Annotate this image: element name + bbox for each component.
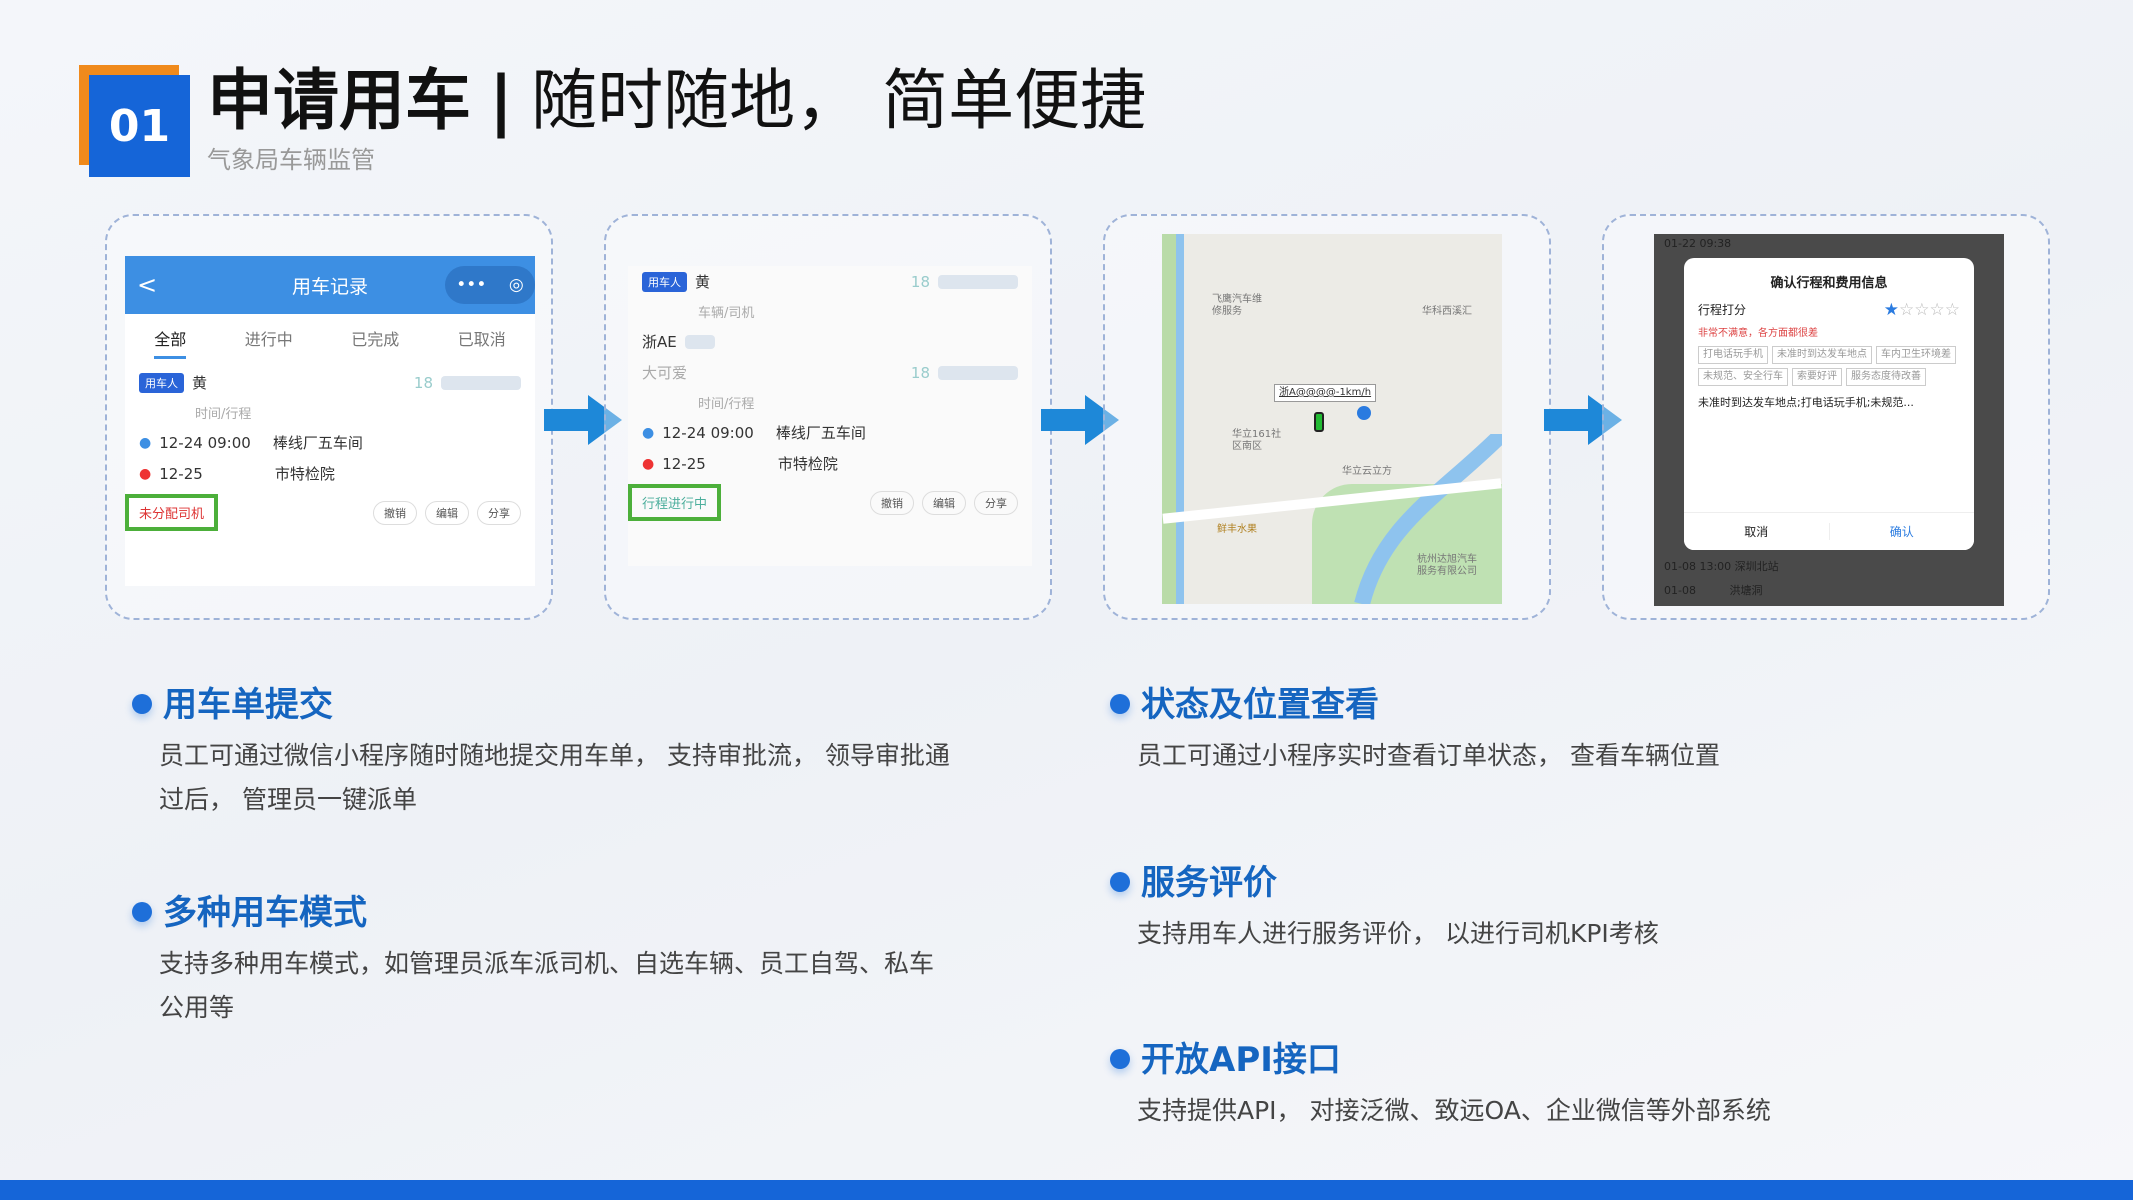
edit-button[interactable]: 编辑 bbox=[922, 490, 966, 515]
bullet-icon bbox=[1110, 694, 1130, 714]
phone-screen: 01-22 09:38 01-08 13:00 深圳北站 01-08 洪塘洞 确… bbox=[1654, 234, 2004, 606]
bullet-icon bbox=[132, 902, 152, 922]
feature-usage-modes: 多种用车模式支持多种用车模式，如管理员派车派司机、自选车辆、员工自驾、私车公用等 bbox=[132, 892, 1032, 1042]
bullet-icon bbox=[132, 694, 152, 714]
reason-chip[interactable]: 车内卫生环境差 bbox=[1876, 346, 1956, 364]
capsule-menu[interactable]: •••◎ bbox=[445, 266, 535, 304]
share-button[interactable]: 分享 bbox=[477, 500, 521, 525]
end-pin-icon: ● bbox=[139, 465, 152, 482]
rating-dialog: 确认行程和费用信息 行程打分★☆☆☆☆ 非常不满意，各方面都很差 打电话玩手机未… bbox=[1684, 258, 1974, 550]
vehicle-map[interactable]: 飞鹰汽车维修服务 华科西溪汇 华立161社区南区 华立云立方 鲜丰水果 杭州达旭… bbox=[1162, 234, 1502, 604]
reason-chip[interactable]: 索要好评 bbox=[1792, 368, 1842, 386]
page-title: 申请用车|随时随地， 简单便捷 bbox=[207, 62, 1147, 139]
feature-open-api: 开放API接口支持提供API， 对接泛微、致远OA、企业微信等外部系统 bbox=[1110, 1039, 2010, 1149]
reason-chip[interactable]: 服务态度待改善 bbox=[1846, 368, 1926, 386]
tab-in-progress[interactable]: 进行中 bbox=[244, 330, 293, 349]
confirm-button[interactable]: 确认 bbox=[1828, 523, 1975, 540]
screenshot-panel-map: 飞鹰汽车维修服务 华科西溪汇 华立161社区南区 华立云立方 鲜丰水果 杭州达旭… bbox=[1103, 214, 1551, 620]
arrow-right-icon bbox=[544, 395, 622, 445]
star-rating[interactable]: ★☆☆☆☆ bbox=[1883, 300, 1960, 320]
footer-bar bbox=[0, 1180, 2133, 1200]
bullet-icon bbox=[1110, 1049, 1130, 1069]
tab-completed[interactable]: 已完成 bbox=[351, 330, 400, 349]
tab-all[interactable]: 全部 bbox=[154, 326, 187, 359]
back-icon[interactable]: < bbox=[137, 271, 158, 299]
revoke-button[interactable]: 撤销 bbox=[373, 500, 417, 525]
vehicle-label: 浙A@@@@-1km/h bbox=[1274, 384, 1377, 402]
feature-service-rating: 服务评价支持用车人进行服务评价， 以进行司机KPI考核 bbox=[1110, 862, 2010, 1012]
feature-order-submit: 用车单提交员工可通过微信小程序随时随地提交用车单， 支持审批流， 领导审批通过后… bbox=[132, 684, 1032, 834]
nav-title: 用车记录 bbox=[291, 275, 368, 298]
section-number-badge: 01 bbox=[79, 65, 190, 177]
reason-chip[interactable]: 打电话玩手机 bbox=[1698, 346, 1768, 364]
target-icon: ◎ bbox=[508, 275, 524, 295]
status-badge: 未分配司机 bbox=[125, 494, 219, 531]
screenshot-panel-rating: 01-22 09:38 01-08 13:00 深圳北站 01-08 洪塘洞 确… bbox=[1602, 214, 2050, 620]
revoke-button[interactable]: 撤销 bbox=[870, 490, 914, 515]
bullet-icon bbox=[1110, 872, 1130, 892]
start-pin-icon: ● bbox=[139, 434, 152, 451]
comment-text: 未准时到达发车地点;打电话玩手机;未规范... bbox=[1698, 396, 1914, 409]
tab-cancelled[interactable]: 已取消 bbox=[457, 330, 506, 349]
reason-chip[interactable]: 未准时到达发车地点 bbox=[1772, 346, 1872, 364]
cancel-button[interactable]: 取消 bbox=[1744, 525, 1769, 539]
location-icon bbox=[1357, 406, 1371, 420]
feature-status-location: 状态及位置查看员工可通过小程序实时查看订单状态， 查看车辆位置 bbox=[1110, 684, 2010, 834]
page-subtitle: 气象局车辆监管 bbox=[207, 146, 375, 174]
reason-chip[interactable]: 未规范、安全行车 bbox=[1698, 368, 1788, 386]
arrow-right-icon bbox=[1041, 395, 1119, 445]
status-badge: 行程进行中 bbox=[628, 484, 722, 521]
edit-button[interactable]: 编辑 bbox=[425, 500, 469, 525]
share-button[interactable]: 分享 bbox=[974, 490, 1018, 515]
car-icon bbox=[1314, 412, 1324, 432]
